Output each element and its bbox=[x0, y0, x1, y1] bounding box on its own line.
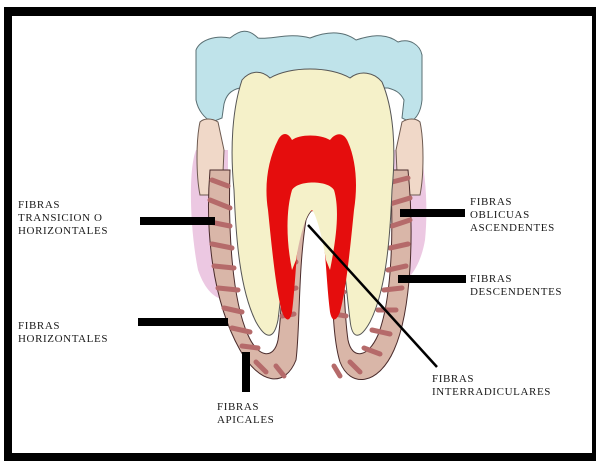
label-line: FIBRAS bbox=[470, 273, 562, 286]
inner-dentin bbox=[288, 183, 337, 271]
label-line: OBLICUAS bbox=[470, 209, 555, 222]
label-line: HORIZONTALES bbox=[18, 225, 108, 238]
label-line: APICALES bbox=[217, 414, 274, 427]
label-oblique-fibers: FIBRAS OBLICUAS ASCENDENTES bbox=[470, 196, 555, 235]
label-line: INTERRADICULARES bbox=[432, 386, 551, 399]
label-line: FIBRAS bbox=[18, 320, 108, 333]
label-line: TRANSICION O bbox=[18, 212, 108, 225]
label-line: ASCENDENTES bbox=[470, 222, 555, 235]
label-apical-fibers: FIBRAS APICALES bbox=[217, 401, 274, 427]
label-line: FIBRAS bbox=[18, 199, 108, 212]
label-interradicular-fibers: FIBRAS INTERRADICULARES bbox=[432, 373, 551, 399]
label-line: DESCENDENTES bbox=[470, 286, 562, 299]
label-horizontal-fibers: FIBRAS HORIZONTALES bbox=[18, 320, 108, 346]
label-descending-fibers: FIBRAS DESCENDENTES bbox=[470, 273, 562, 299]
label-transition-fibers: FIBRAS TRANSICION O HORIZONTALES bbox=[18, 199, 108, 238]
label-line: FIBRAS bbox=[217, 401, 274, 414]
label-line: FIBRAS bbox=[432, 373, 551, 386]
label-line: HORIZONTALES bbox=[18, 333, 108, 346]
label-line: FIBRAS bbox=[470, 196, 555, 209]
